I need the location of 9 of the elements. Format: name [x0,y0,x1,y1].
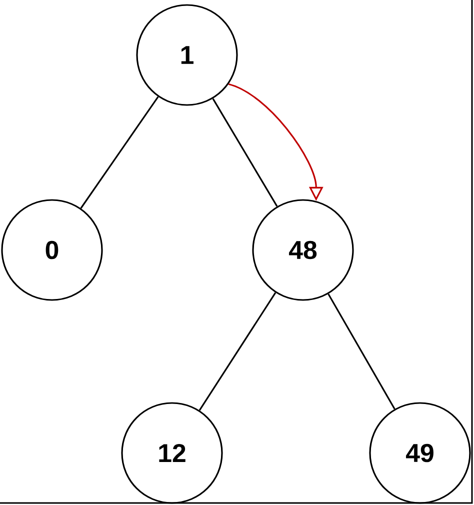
tree-node: 12 [121,402,223,504]
tree-edge [198,292,276,411]
tree-edge [212,98,278,207]
tree-node: 1 [136,4,238,106]
tree-edge [328,294,396,410]
tree-edge [80,96,159,209]
tree-node: 0 [1,199,103,301]
tree-node: 49 [369,402,471,504]
tree-node: 48 [252,199,354,301]
